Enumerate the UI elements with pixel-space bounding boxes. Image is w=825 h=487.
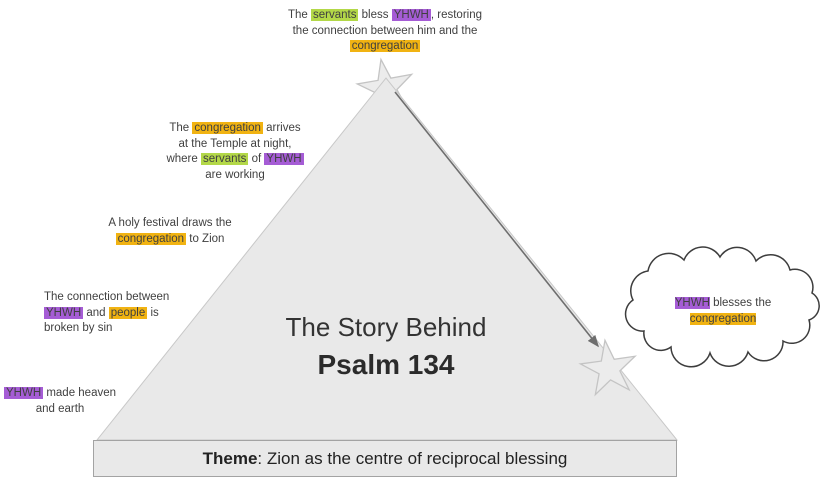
cloud-caption: YHWH blesses the congregation	[674, 297, 772, 325]
blessing-arrow-icon	[394, 91, 599, 348]
theme-banner: Theme: Zion as the centre of reciprocal …	[93, 440, 677, 477]
annotation-servants-bless: The servants bless YHWH, restoring the c…	[287, 9, 482, 52]
title-line-2: Psalm 134	[317, 349, 455, 380]
slope-star-icon	[578, 338, 637, 397]
annotation-connection-broken: The connection between YHWH and people i…	[44, 291, 170, 334]
cloud-shape	[624, 246, 820, 368]
diagram-title: The Story Behind Psalm 134	[236, 312, 536, 381]
annotation-congregation-arrives: The congregation arrives at the Temple a…	[166, 122, 304, 181]
title-line-1: The Story Behind	[285, 312, 487, 342]
annotation-holy-festival: A holy festival draws the congregation t…	[108, 217, 232, 245]
annotation-creation: YHWH made heaven and earth	[3, 387, 117, 415]
